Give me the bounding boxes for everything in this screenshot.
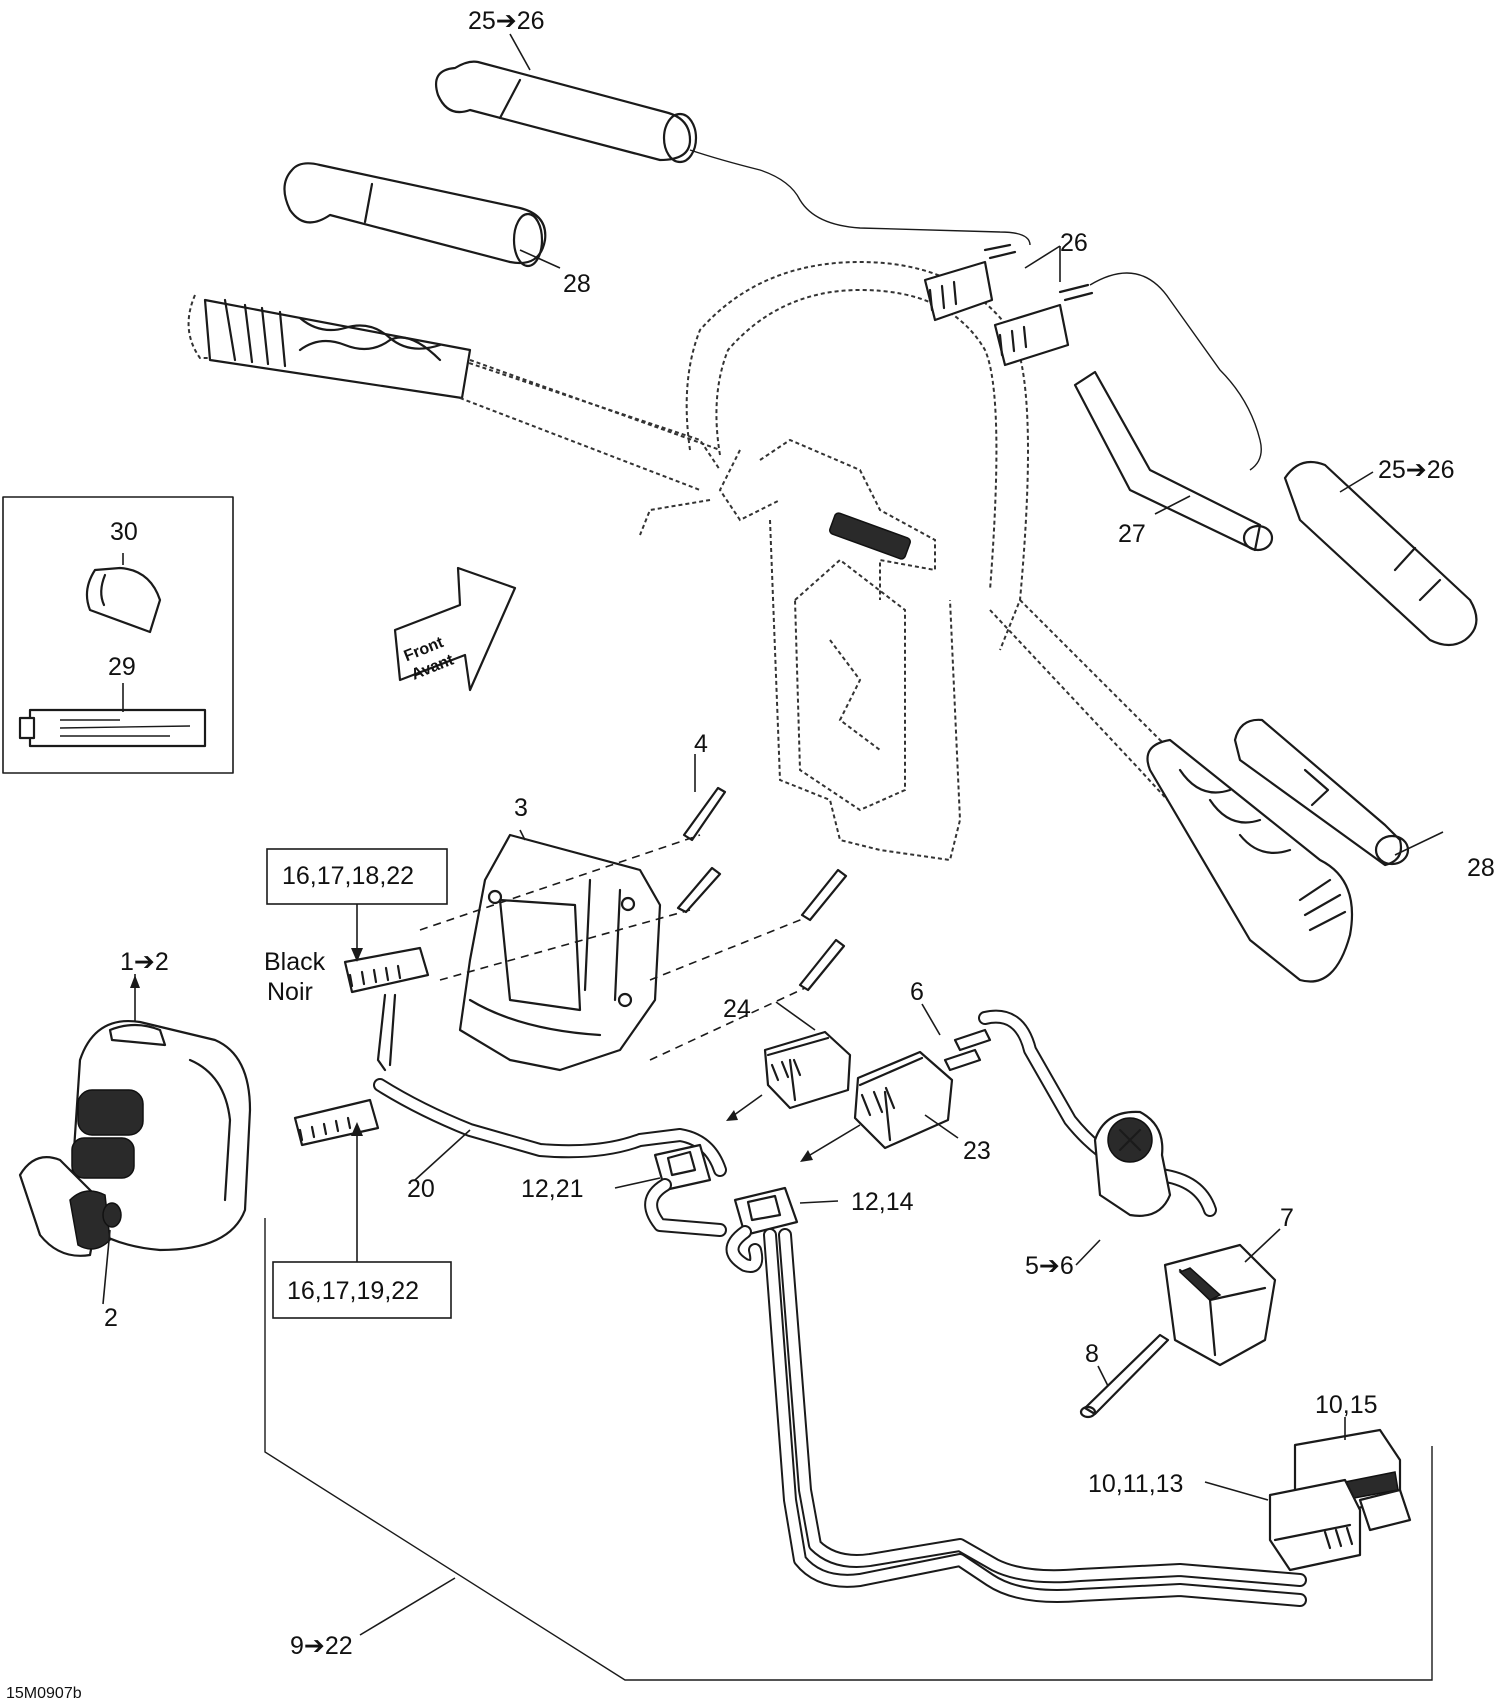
label-10-15: 10,15	[1315, 1391, 1378, 1419]
label-6: 6	[910, 978, 924, 1006]
leader-lines	[102, 33, 1444, 1636]
inset-accessories	[2, 496, 234, 774]
label-8: 8	[1085, 1340, 1099, 1368]
grip-sleeve-right	[1233, 718, 1410, 867]
arrowheads	[130, 948, 813, 1162]
front-direction-arrow	[393, 566, 517, 692]
label-5-6: 5➔6	[1025, 1252, 1074, 1280]
connector-color-fr: Noir	[267, 978, 313, 1006]
label-23: 23	[963, 1137, 991, 1165]
switch-housing-3	[458, 833, 662, 1072]
label-2: 2	[104, 1304, 118, 1332]
label-24: 24	[723, 995, 751, 1023]
label-27: 27	[1118, 520, 1146, 548]
label-7: 7	[1280, 1204, 1294, 1232]
connector-box-bottom-label: 16,17,19,22	[287, 1277, 419, 1305]
connector-block-10	[1268, 1428, 1412, 1572]
switch-5-6	[1093, 1110, 1172, 1217]
connector-box-top	[266, 848, 448, 905]
tube-27	[1073, 370, 1274, 552]
grip-sleeve-top	[283, 162, 547, 268]
label-12-21: 12,21	[521, 1175, 584, 1203]
steering-riser	[639, 438, 962, 862]
connector-pair-26	[923, 243, 1262, 471]
connector-box-bottom	[272, 1261, 452, 1319]
connectors-24-23	[729, 1028, 992, 1159]
label-9-22: 9➔22	[290, 1632, 353, 1660]
label-29: 29	[108, 653, 136, 681]
label-1-2: 1➔2	[120, 948, 169, 976]
label-10-11-13: 10,11,13	[1088, 1470, 1183, 1498]
label-20: 20	[407, 1175, 435, 1203]
pin-8	[1079, 1333, 1170, 1419]
label-26: 26	[1060, 229, 1088, 257]
label-30: 30	[110, 518, 138, 546]
switch-pod	[18, 1020, 252, 1257]
label-12-14: 12,14	[851, 1188, 914, 1216]
label-25-26-right: 25➔26	[1378, 456, 1455, 484]
screws-4	[419, 786, 848, 1061]
label-28-top: 28	[563, 270, 591, 298]
heated-grip-right	[1283, 460, 1478, 647]
label-28-right: 28	[1467, 854, 1495, 882]
label-3: 3	[514, 794, 528, 822]
handlebar	[187, 260, 1354, 983]
drawing-code: 15M0907b	[6, 1685, 82, 1702]
connector-color-en: Black	[264, 948, 326, 976]
harness-outline-bracket	[264, 1218, 1433, 1681]
label-4: 4	[694, 730, 708, 758]
heated-grip-top	[434, 60, 1031, 246]
label-25-26-top: 25➔26	[468, 7, 545, 35]
housing-7	[1163, 1243, 1277, 1367]
connector-box-top-label: 16,17,18,22	[282, 862, 414, 890]
